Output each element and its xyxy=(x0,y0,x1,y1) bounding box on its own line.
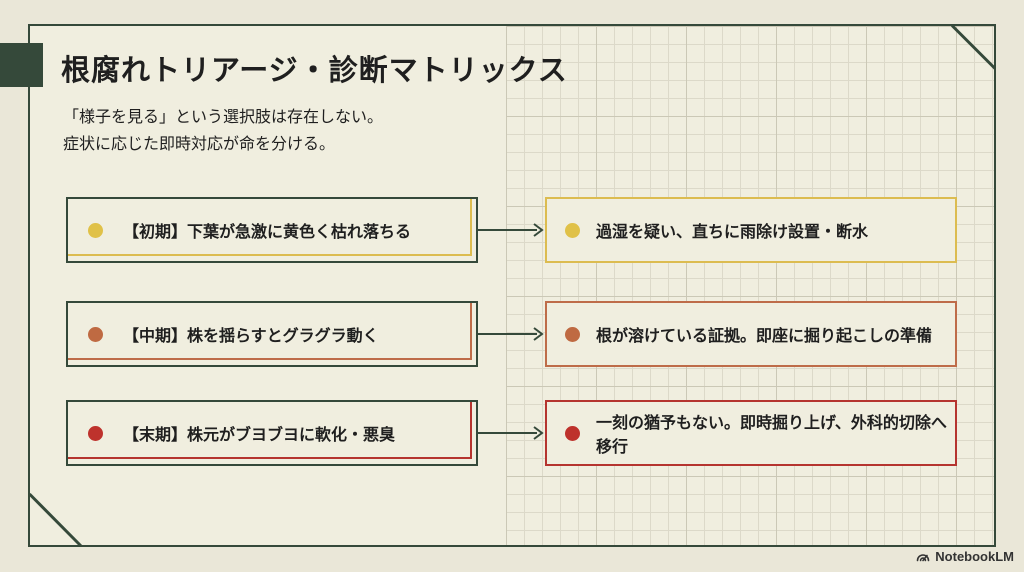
action-box-early: 過湿を疑い、直ちに雨除け設置・断水 xyxy=(545,197,957,263)
action-dot-middle xyxy=(565,326,580,342)
arrow-icon-row1 xyxy=(478,223,544,237)
arrow-icon-row3 xyxy=(478,426,544,440)
symptom-box-early: 【初期】下葉が急激に黄色く枯れ落ちる xyxy=(66,197,478,263)
symptom-label-late: 【末期】株元がブヨブヨに軟化・悪臭 xyxy=(123,427,396,444)
symptom-label-middle: 【中期】株を揺らすとグラグラ動く xyxy=(123,328,379,345)
page-title: 根腐れトリアージ・診断マトリックス xyxy=(61,55,568,87)
notebooklm-logo: NotebookLM xyxy=(916,549,1014,564)
subtitle: 「様子を見る」という選択肢は存在しない。 症状に応じた即時対応が命を分ける。 xyxy=(63,104,383,158)
symptom-box-middle: 【中期】株を揺らすとグラグラ動く xyxy=(66,301,478,367)
graph-paper-grid xyxy=(506,26,994,545)
symptom-label-early: 【初期】下葉が急激に黄色く枯れ落ちる xyxy=(123,224,412,241)
corner-square-decoration xyxy=(0,43,43,87)
notebooklm-icon xyxy=(916,553,930,561)
slide-card xyxy=(28,24,996,547)
symptom-box-late: 【末期】株元がブヨブヨに軟化・悪臭 xyxy=(66,400,478,466)
subtitle-line-2: 症状に応じた即時対応が命を分ける。 xyxy=(63,136,336,153)
subtitle-line-1: 「様子を見る」という選択肢は存在しない。 xyxy=(63,109,384,126)
action-box-middle: 根が溶けている証拠。即座に掘り起こしの準備 xyxy=(545,301,957,367)
arrow-icon-row2 xyxy=(478,327,544,341)
stage-dot-late xyxy=(88,425,103,441)
action-box-late: 一刻の猶予もない。即時掘り上げ、外科的切除へ移行 xyxy=(545,400,957,466)
action-dot-early xyxy=(565,222,580,238)
action-label-late: 一刻の猶予もない。即時掘り上げ、外科的切除へ移行 xyxy=(596,415,947,456)
stage-dot-middle xyxy=(88,326,103,342)
stage-dot-early xyxy=(88,222,103,238)
action-dot-late xyxy=(565,425,580,441)
notebooklm-label: NotebookLM xyxy=(935,549,1014,564)
action-label-middle: 根が溶けている証拠。即座に掘り起こしの準備 xyxy=(596,328,933,345)
action-label-early: 過湿を疑い、直ちに雨除け設置・断水 xyxy=(596,224,869,241)
